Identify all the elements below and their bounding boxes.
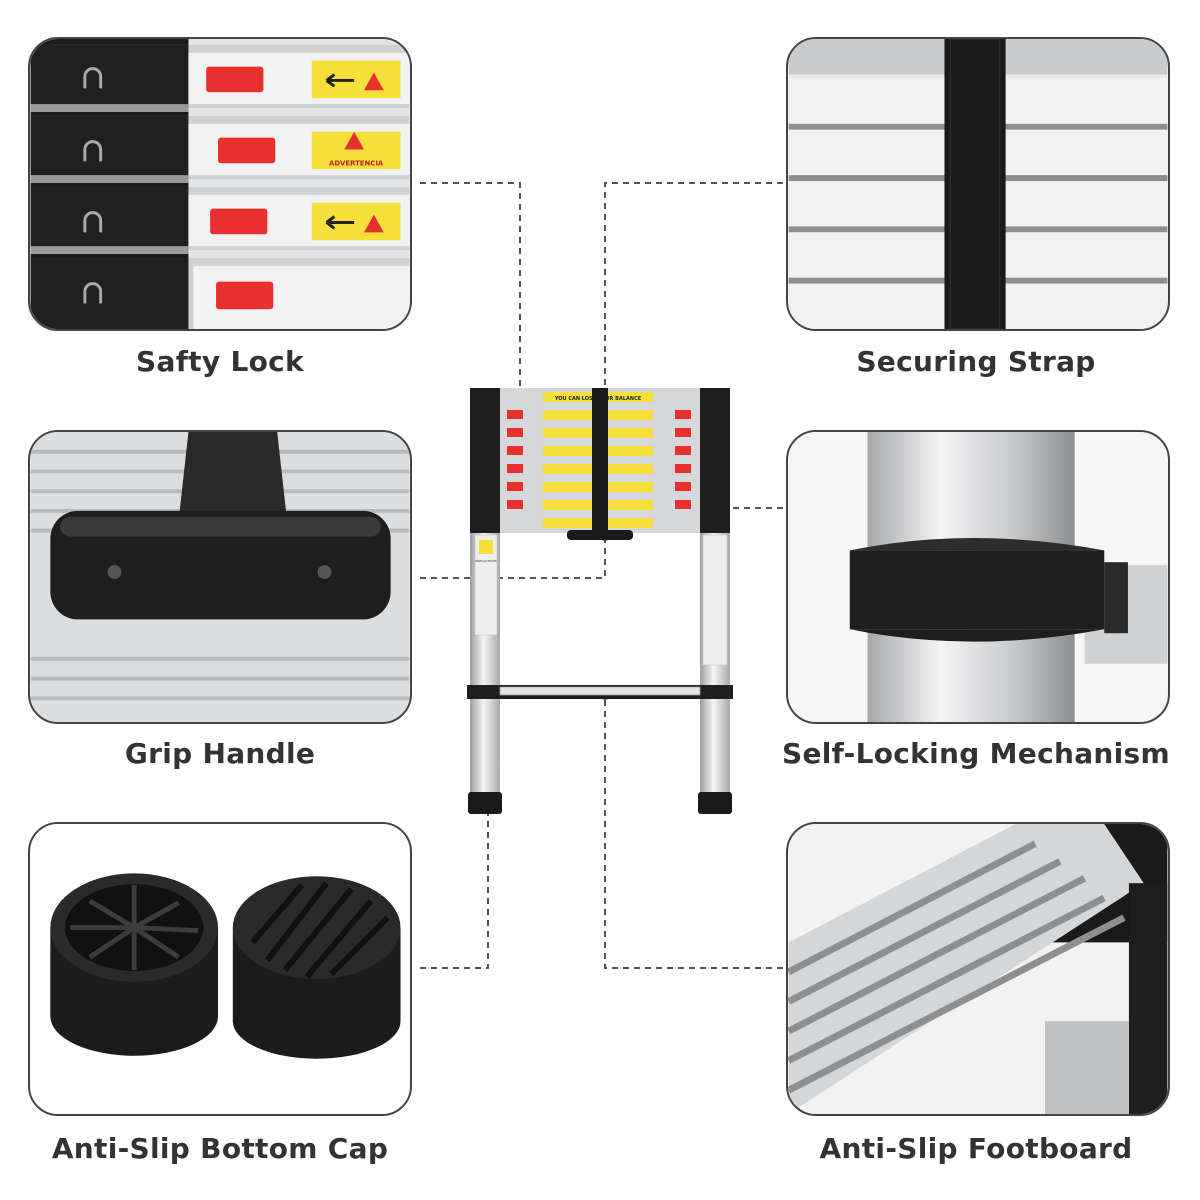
safety-lock-panel: ADVERTENCIA	[28, 37, 412, 331]
telescopic-ladder: YOU CAN LOSE YOUR BALANCE PRECAUTIONS	[467, 388, 733, 814]
footboard-illustration	[788, 824, 1168, 1114]
lock-rungs: ADVERTENCIA	[30, 44, 410, 329]
bottom-cap-panel	[28, 822, 412, 1116]
grip-handle-label: Grip Handle	[124, 737, 316, 770]
securing-strap-panel	[786, 37, 1170, 331]
grip-handle-illustration	[30, 432, 410, 722]
handle-grip	[50, 510, 391, 620]
self-locking-label: Self-Locking Mechanism	[782, 737, 1170, 770]
ladder-collapsed-rungs: YOU CAN LOSE YOUR BALANCE	[470, 388, 730, 540]
handle-strap	[178, 432, 288, 521]
advertencia-text: ADVERTENCIA	[329, 159, 384, 167]
footboard-panel	[786, 822, 1170, 1116]
securing-strap-illustration	[788, 39, 1168, 329]
cap-sole	[232, 876, 401, 1059]
grip-handle-panel	[28, 430, 412, 724]
footboard-label: Anti-Slip Footboard	[819, 1132, 1133, 1165]
bottom-cap-label: Anti-Slip Bottom Cap	[51, 1132, 389, 1165]
black-strap	[944, 39, 1006, 329]
self-locking-illustration	[788, 432, 1168, 722]
securing-strap-label: Securing Strap	[856, 345, 1096, 378]
ladder-precaution-text: PRECAUTIONS	[475, 559, 496, 563]
locking-collar	[849, 550, 1105, 630]
cap-interior	[50, 873, 219, 1056]
safety-lock-illustration: ADVERTENCIA	[30, 39, 410, 329]
connector-bottom-cap	[420, 808, 489, 969]
self-locking-panel	[786, 430, 1170, 724]
safety-lock-label: Safty Lock	[136, 345, 304, 378]
bottom-cap-illustration	[30, 824, 410, 1114]
